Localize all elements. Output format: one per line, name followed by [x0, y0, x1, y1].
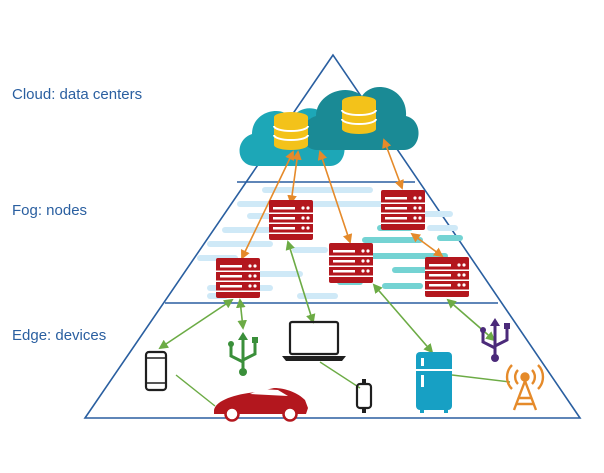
server-icon [425, 257, 469, 297]
database-icon [273, 111, 309, 151]
fridge-icon [416, 352, 452, 413]
car-icon [214, 388, 308, 422]
edge-layer-label: Edge: devices [12, 327, 107, 344]
smartphone-icon [144, 350, 168, 392]
radio-tower-icon [505, 364, 545, 411]
smartwatch-icon [355, 379, 373, 413]
fog-edge-arrows [158, 240, 496, 354]
device-links [175, 361, 511, 407]
server-icon [269, 200, 313, 240]
laptop-icon [282, 320, 346, 361]
database-icon [341, 95, 377, 135]
usb-icon [478, 316, 512, 364]
fog-layer-label: Fog: nodes [12, 202, 88, 219]
cloud-fog-arrows [241, 138, 444, 260]
server-icon [329, 243, 373, 283]
server-icon [216, 258, 260, 298]
cloud-layer-label: Cloud: data centers [12, 86, 143, 103]
server-icon [381, 190, 425, 230]
usb-icon [226, 330, 260, 378]
